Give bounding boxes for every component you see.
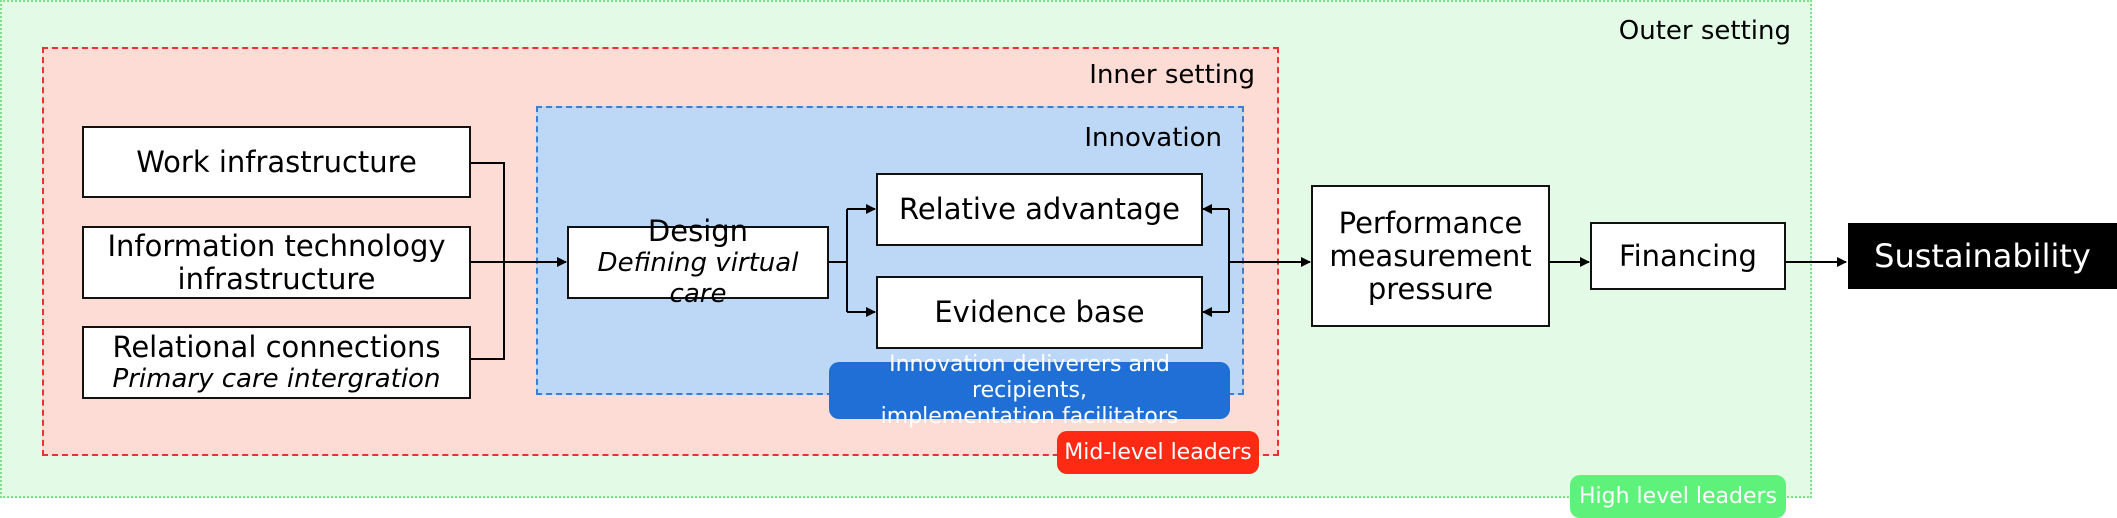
financing-title: Financing xyxy=(1619,238,1757,273)
performance-line3: pressure xyxy=(1367,271,1494,306)
design-box: Design Defining virtual care xyxy=(567,215,829,309)
work-infrastructure-title: Work infrastructure xyxy=(136,144,417,179)
financing-box: Financing xyxy=(1590,222,1786,290)
mid-level-leaders-label: Mid-level leaders xyxy=(1064,439,1252,465)
innovation-label: Innovation xyxy=(1084,123,1222,153)
relational-connections-box: Relational connections Primary care inte… xyxy=(82,326,471,399)
performance-line1: Performance xyxy=(1338,205,1523,240)
it-infrastructure-title-line1: Information technology xyxy=(107,228,446,263)
evidence-base-box: Evidence base xyxy=(876,276,1203,349)
mid-level-leaders-badge: Mid-level leaders xyxy=(1057,431,1259,474)
innovation-deliverers-line2: implementation facilitators xyxy=(880,403,1179,429)
outer-setting-label: Outer setting xyxy=(1618,16,1791,46)
sustainability-title: Sustainability xyxy=(1874,237,2091,275)
relative-advantage-title: Relative advantage xyxy=(898,192,1181,226)
performance-line2: measurement xyxy=(1329,238,1532,273)
inner-setting-label: Inner setting xyxy=(1089,60,1255,90)
high-level-leaders-label: High level leaders xyxy=(1579,483,1777,509)
relative-advantage-box: Relative advantage xyxy=(876,173,1203,246)
it-infrastructure-title-line2: infrastructure xyxy=(177,261,376,296)
evidence-base-title: Evidence base xyxy=(934,295,1145,329)
sustainability-box: Sustainability xyxy=(1848,223,2117,289)
it-infrastructure-box: Information technology infrastructure xyxy=(82,226,471,299)
relational-connections-subtitle: Primary care intergration xyxy=(112,363,441,394)
innovation-deliverers-line1: Innovation deliverers and recipients, xyxy=(889,351,1170,403)
relational-connections-title: Relational connections xyxy=(112,329,441,364)
work-infrastructure-box: Work infrastructure xyxy=(82,126,471,198)
design-title: Design xyxy=(647,214,749,248)
innovation-deliverers-badge: Innovation deliverers and recipients, im… xyxy=(829,352,1230,429)
performance-measurement-box: Performance measurement pressure xyxy=(1311,185,1550,327)
high-level-leaders-badge: High level leaders xyxy=(1570,475,1786,518)
design-subtitle: Defining virtual care xyxy=(597,248,799,309)
